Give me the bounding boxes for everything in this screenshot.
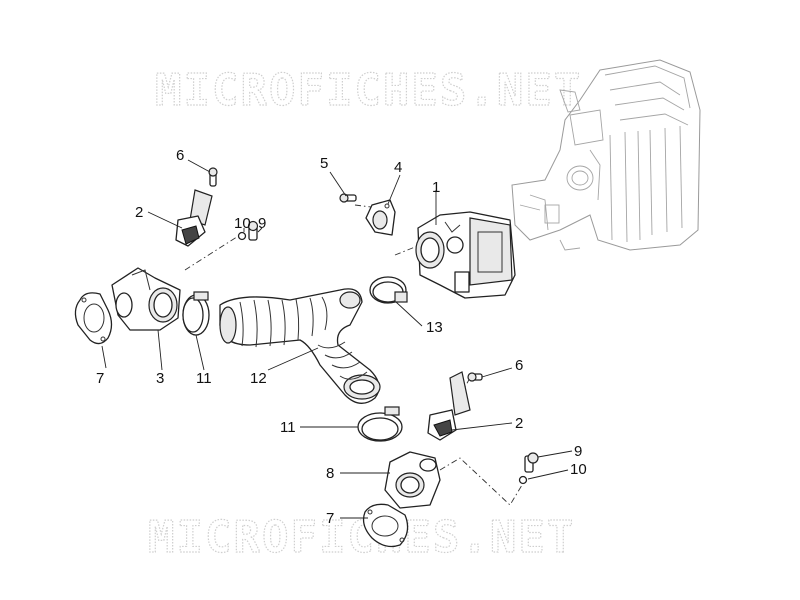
callout-9-upper: 9 [258, 215, 266, 232]
manifold-part-8 [384, 451, 441, 509]
callout-10-lower: 10 [570, 461, 587, 478]
screw-part-6-upper [208, 167, 218, 187]
callout-6-upper: 6 [176, 147, 184, 164]
clamp-part-13 [369, 276, 408, 304]
watermark-bottom: MICROFICHES.NET [148, 512, 575, 563]
watermark-top: MICROFICHES.NET [155, 65, 582, 116]
callout-2-upper: 2 [135, 204, 143, 221]
gasket-part-7-lower [362, 503, 409, 548]
engine-airbox [511, 59, 701, 251]
callout-3: 3 [156, 370, 164, 387]
callout-8: 8 [326, 465, 334, 482]
callout-11-lower: 11 [280, 419, 296, 436]
clamp-part-11-lower [357, 406, 403, 442]
bracket-part-4 [365, 199, 396, 236]
manifold-part-3 [111, 267, 181, 331]
bolt-part-9-upper [237, 220, 259, 241]
callout-1: 1 [432, 179, 440, 196]
callout-10-upper: 10 [234, 215, 251, 232]
callout-12: 12 [250, 370, 267, 387]
injector-part-2-lower [427, 371, 471, 441]
callout-5: 5 [320, 155, 328, 172]
alignment-line [184, 234, 241, 271]
callout-6-lower: 6 [515, 357, 523, 374]
injector-part-2-upper [175, 189, 213, 247]
screw-part-6-lower [467, 372, 483, 382]
callout-2-lower: 2 [515, 415, 523, 432]
clamp-part-11-upper [182, 291, 210, 336]
callout-9-lower: 9 [574, 443, 582, 460]
callout-13: 13 [426, 319, 443, 336]
gasket-part-7-left [74, 292, 113, 345]
leader-lines [101, 159, 573, 519]
alignment-line [439, 457, 526, 506]
alignment-line [394, 244, 421, 256]
callout-7-lower: 7 [326, 510, 334, 527]
air-duct-part-12 [219, 288, 381, 404]
screw-part-5 [339, 193, 357, 203]
callout-4: 4 [394, 159, 402, 176]
callout-11-upper: 11 [196, 370, 212, 387]
bolt-part-9-lower [518, 452, 539, 485]
throttle-body-part-1 [415, 211, 516, 299]
callout-7-left: 7 [96, 370, 104, 387]
